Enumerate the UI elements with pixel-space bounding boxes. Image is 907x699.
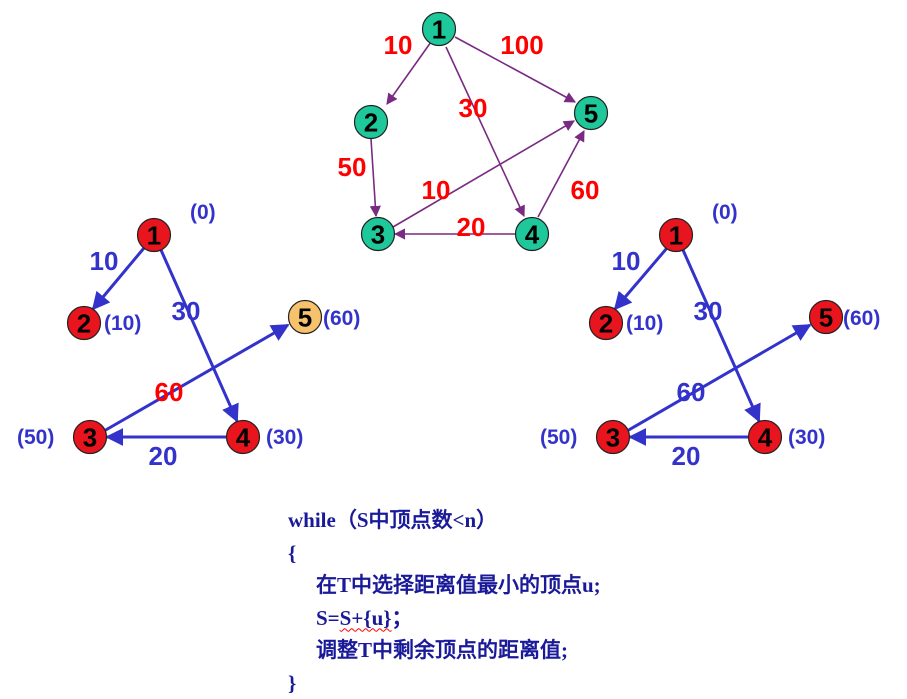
right-dist-2: (10) xyxy=(626,312,663,335)
right-node-1-label: 1 xyxy=(669,221,683,251)
right-dist-5: (60) xyxy=(843,307,880,330)
left-node-5-highlighted: 5 xyxy=(289,301,322,334)
left-node-4: 4 xyxy=(227,421,260,454)
left-weight-4-3: 20 xyxy=(149,441,178,471)
top-node-1-label: 1 xyxy=(432,15,446,45)
code-line-add-to-s: S=S+{u}； xyxy=(288,602,601,635)
top-node-2: 2 xyxy=(355,106,388,139)
top-weight-4-5: 60 xyxy=(571,175,600,205)
top-weight-1-2: 10 xyxy=(384,30,413,60)
left-node-2: 2 xyxy=(68,307,101,340)
left-dist-1: (0) xyxy=(190,201,216,224)
top-node-4-label: 4 xyxy=(525,220,540,250)
right-node-2-label: 2 xyxy=(599,309,613,339)
left-node-4-label: 4 xyxy=(236,423,251,453)
code-line-select: 在T中选择距离值最小的顶点u; xyxy=(288,569,601,602)
left-node-3-label: 3 xyxy=(83,423,97,453)
left-node-1: 1 xyxy=(138,219,171,252)
top-weight-2-3: 50 xyxy=(338,152,367,182)
right-node-5-label: 5 xyxy=(819,303,833,333)
left-edge-3-5 xyxy=(104,325,288,431)
left-weight-1-2: 10 xyxy=(90,246,119,276)
edge-2-3 xyxy=(371,139,376,216)
top-node-1: 1 xyxy=(423,13,456,46)
right-dist-1: (0) xyxy=(712,201,738,224)
top-node-2-label: 2 xyxy=(364,108,378,138)
right-node-4-label: 4 xyxy=(758,423,773,453)
right-weight-1-2: 10 xyxy=(612,246,641,276)
right-node-2: 2 xyxy=(590,307,623,340)
left-weight-3-5: 60 xyxy=(155,377,184,407)
top-weight-1-4: 30 xyxy=(459,93,488,123)
right-edge-3-5 xyxy=(627,325,810,431)
left-weight-1-4: 30 xyxy=(172,296,201,326)
right-graph: 1 2 3 4 5 (0) (10) (50) (30) (60) 10 30 … xyxy=(540,201,880,471)
top-node-5-label: 5 xyxy=(584,99,598,129)
right-node-4: 4 xyxy=(749,421,782,454)
left-dist-5: (60) xyxy=(323,307,360,330)
right-node-3: 3 xyxy=(597,421,630,454)
top-weight-3-5: 10 xyxy=(422,175,451,205)
top-node-5: 5 xyxy=(575,97,608,130)
left-dist-4: (30) xyxy=(266,426,303,449)
left-dist-2: (10) xyxy=(104,312,141,335)
code-line-while: while（S中顶点数<n） xyxy=(288,504,601,537)
top-node-3-label: 3 xyxy=(371,220,385,250)
right-dist-4: (30) xyxy=(788,426,825,449)
top-node-3: 3 xyxy=(362,218,395,251)
right-weight-3-5: 60 xyxy=(677,377,706,407)
right-dist-3: (50) xyxy=(540,426,577,449)
code-line-open-brace: { xyxy=(288,537,601,570)
left-node-3: 3 xyxy=(74,421,107,454)
code-line-adjust: 调整T中剩余顶点的距离值; xyxy=(288,634,601,667)
code-line-add-squiggle: S+{u} xyxy=(340,606,392,630)
code-line-add-suffix: ； xyxy=(392,606,413,630)
left-node-1-label: 1 xyxy=(147,221,161,251)
left-node-2-label: 2 xyxy=(77,309,91,339)
left-graph: 1 2 3 4 5 (0) (10) (50) (30) (60) 10 30 … xyxy=(17,201,360,471)
left-dist-3: (50) xyxy=(17,426,54,449)
right-node-5: 5 xyxy=(810,301,843,334)
top-node-4: 4 xyxy=(516,218,549,251)
right-weight-1-4: 30 xyxy=(694,296,723,326)
top-weight-4-3: 20 xyxy=(457,212,486,242)
left-node-5-label: 5 xyxy=(298,303,312,333)
right-node-1: 1 xyxy=(660,219,693,252)
pseudocode-block: while（S中顶点数<n） { 在T中选择距离值最小的顶点u; S=S+{u}… xyxy=(288,504,601,699)
right-weight-4-3: 20 xyxy=(672,441,701,471)
code-line-close-brace: } xyxy=(288,667,601,699)
right-node-3-label: 3 xyxy=(606,423,620,453)
top-weight-1-5: 100 xyxy=(500,30,543,60)
edge-1-4 xyxy=(446,47,524,216)
code-line-add-prefix: S= xyxy=(316,606,340,630)
top-graph: 1 2 3 4 5 10 100 30 50 10 60 20 xyxy=(338,13,608,251)
